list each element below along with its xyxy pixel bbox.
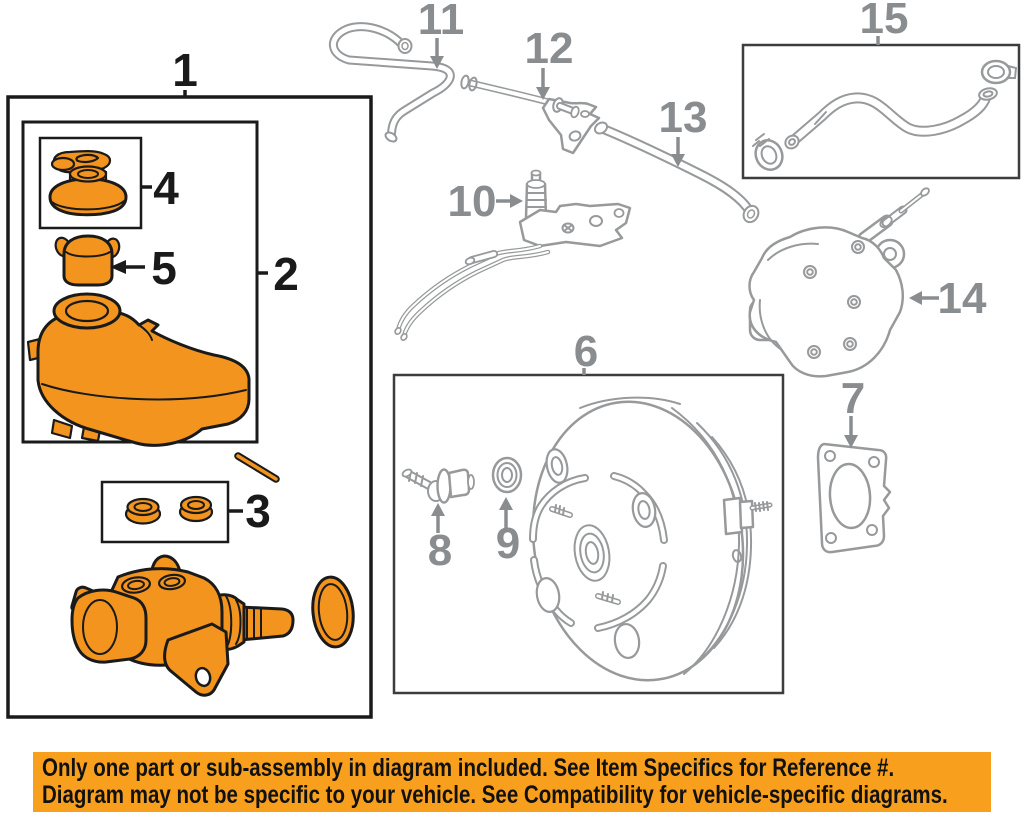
hose-15 [752, 59, 1018, 171]
pipe-12 [460, 74, 601, 155]
reservoir-cap-seal-4 [48, 150, 128, 217]
callout-14: 14 [938, 274, 987, 323]
callout-leaders [110, 36, 939, 533]
group-box-1 [6, 95, 373, 719]
gasket-7 [816, 442, 892, 554]
reservoir-cap-5 [54, 234, 121, 287]
callout-12: 12 [525, 24, 574, 73]
group-box-15 [741, 43, 1021, 180]
callout-10: 10 [448, 177, 497, 226]
tube-assembly-10 [394, 169, 632, 341]
callout-5: 5 [151, 242, 177, 294]
grommets-3 [124, 495, 214, 525]
callout-13: 13 [659, 93, 708, 142]
callout-9: 9 [496, 519, 520, 568]
callout-11: 11 [418, 0, 465, 44]
check-valve-8 [401, 468, 475, 504]
hose-13 [593, 121, 760, 224]
reservoir-2 [26, 292, 251, 447]
callout-3: 3 [245, 485, 271, 537]
callout-2: 2 [273, 248, 299, 300]
callout-15: 15 [860, 0, 909, 43]
disclaimer-banner: Only one part or sub-assembly in diagram… [33, 752, 991, 812]
disclaimer-line-1: Only one part or sub-assembly in diagram… [42, 754, 895, 782]
callout-8: 8 [428, 526, 452, 575]
brake-booster-6 [529, 396, 773, 682]
disclaimer-line-2: Diagram may not be specific to your vehi… [42, 781, 948, 809]
callout-1: 1 [172, 44, 198, 96]
master-cylinder [70, 554, 295, 697]
callout-7: 7 [841, 374, 865, 423]
group-box-4 [38, 136, 143, 230]
seal-oval [311, 575, 355, 649]
vacuum-pump-14 [748, 187, 930, 378]
pin [234, 452, 280, 483]
hose-11 [329, 22, 455, 143]
group-box-6 [392, 373, 785, 695]
callout-4: 4 [153, 162, 179, 214]
callout-6: 6 [574, 327, 598, 376]
grommet-9 [491, 456, 523, 494]
